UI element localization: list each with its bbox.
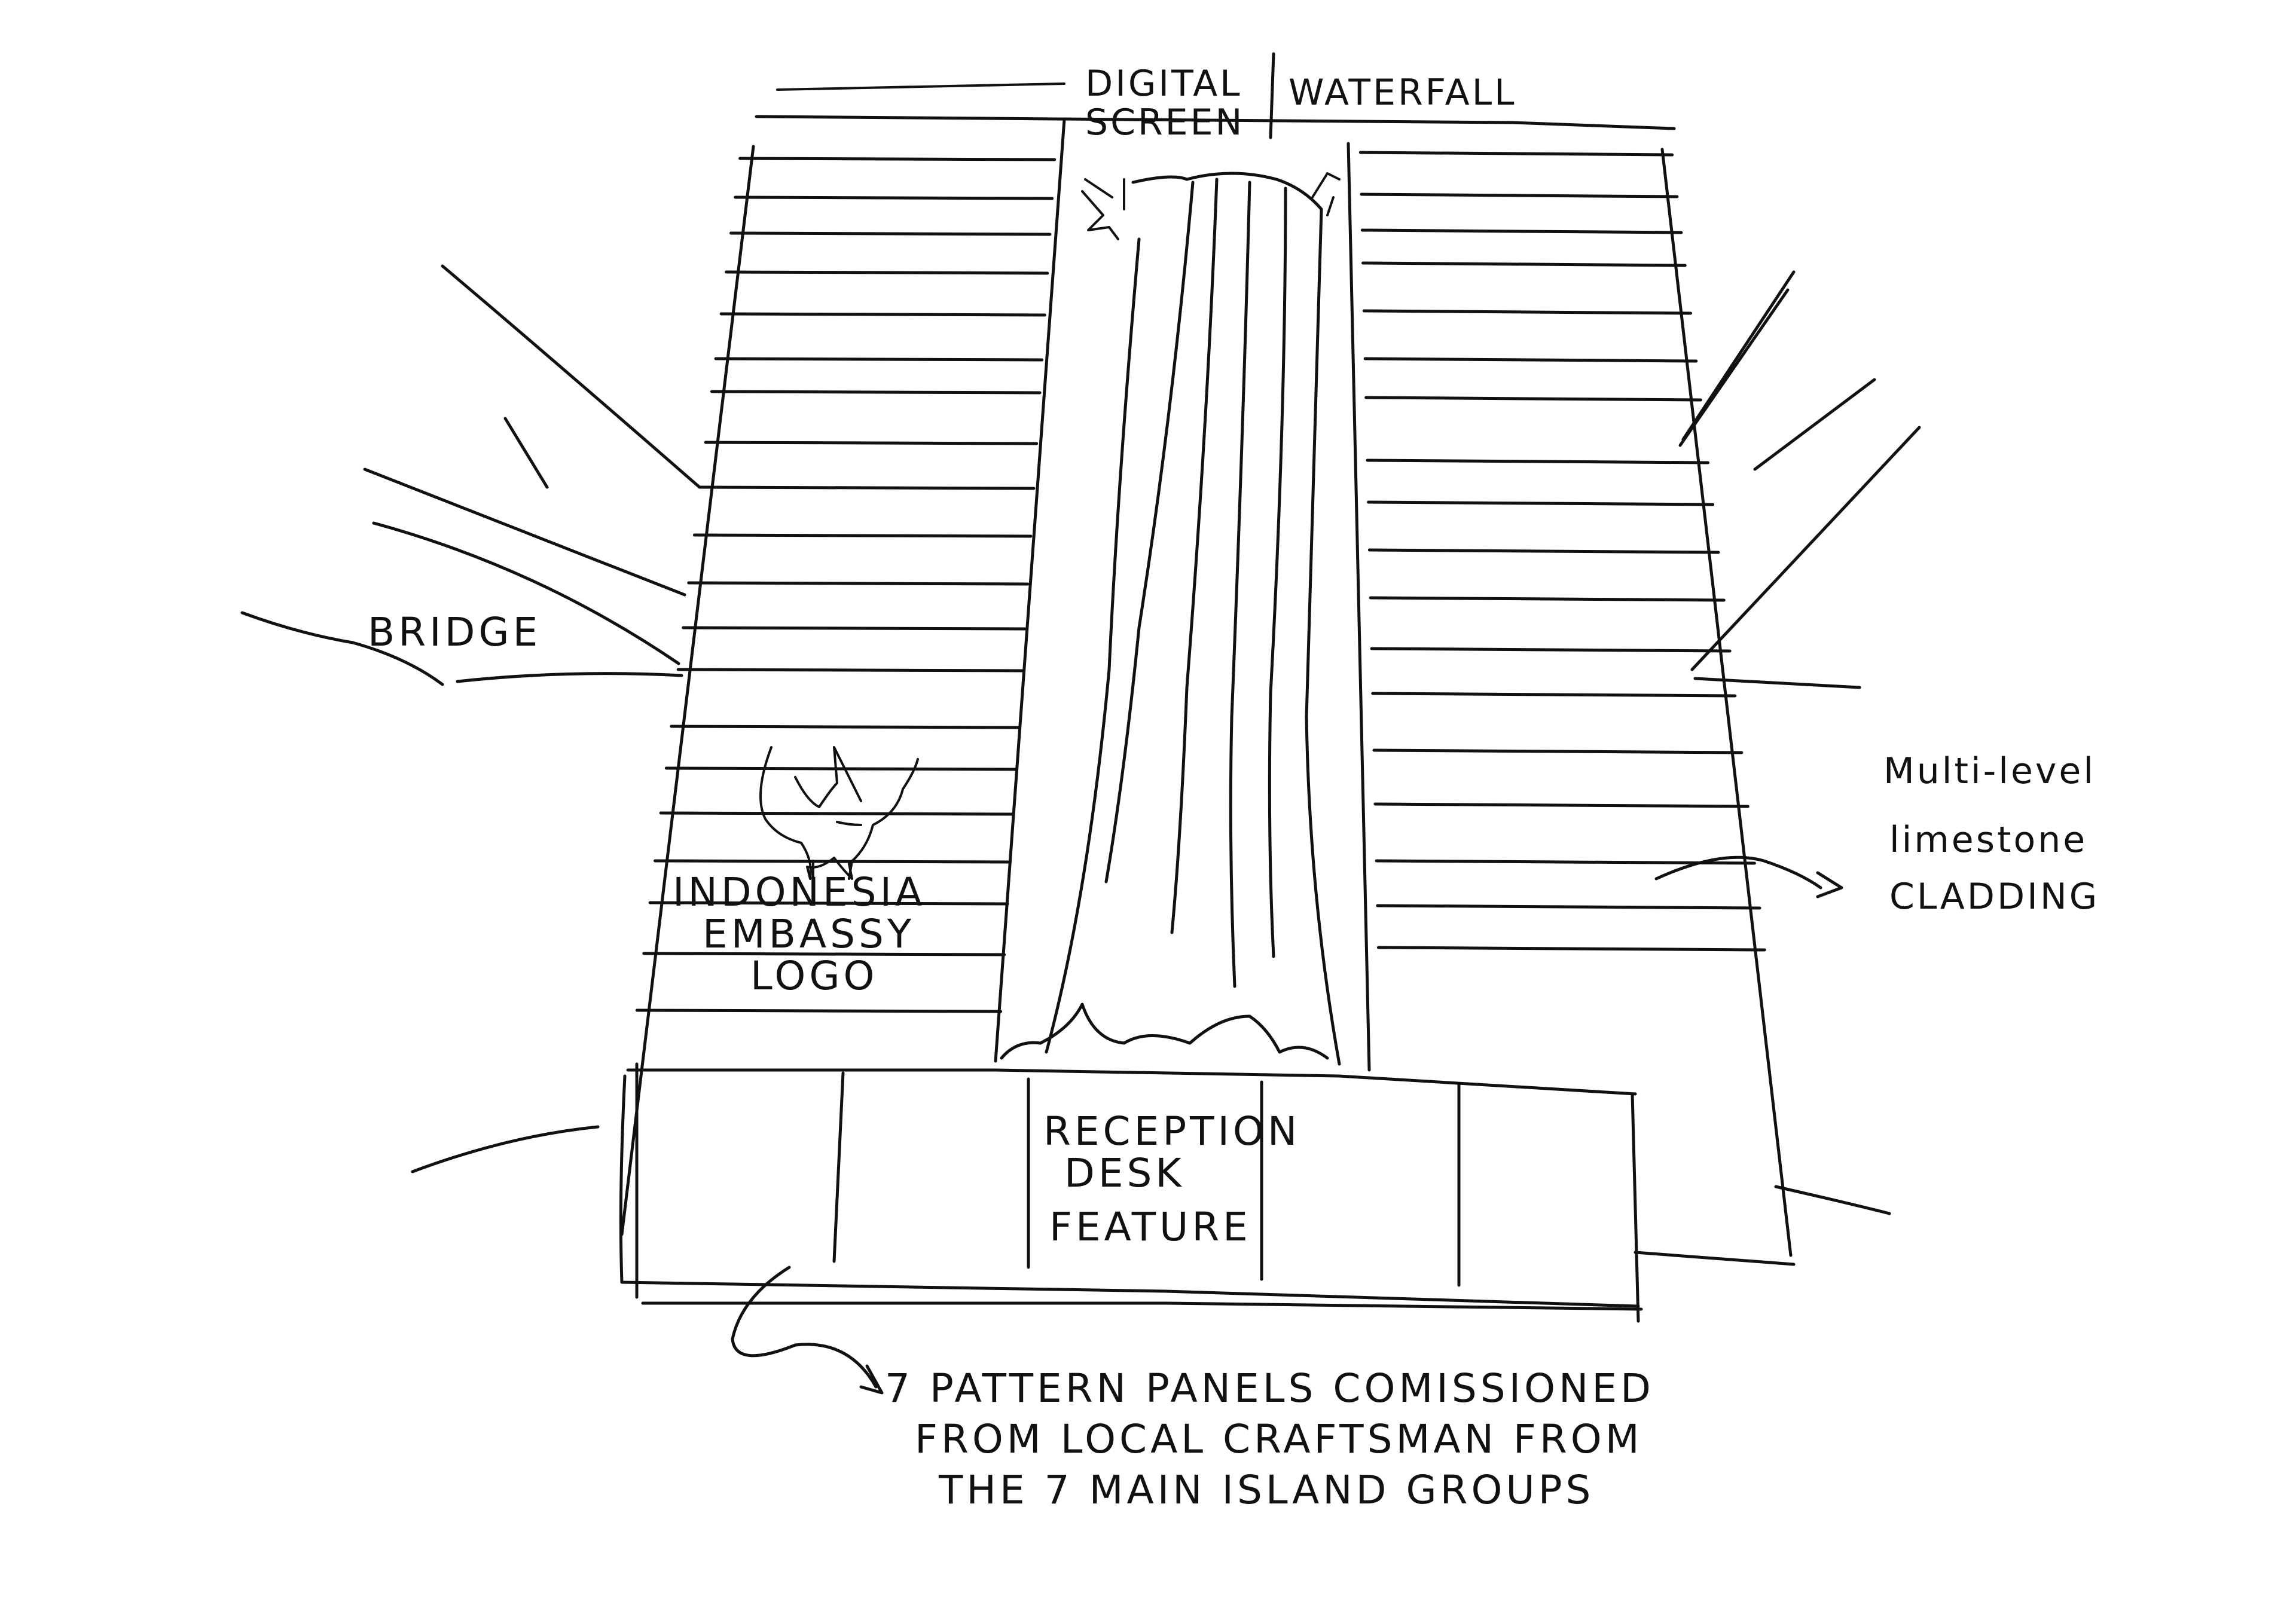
reception-label-3: FEATURE <box>1049 1204 1251 1250</box>
logo-label-1: INDONESIA <box>673 869 926 915</box>
cladding-line <box>1372 748 1744 754</box>
cladding-label-2: limestone <box>1889 819 2087 861</box>
right-cladding-lines <box>1358 151 1766 952</box>
logo-label-2: EMBASSY <box>703 911 915 957</box>
reception-desk <box>619 1062 1643 1323</box>
garuda-logo-icon <box>759 746 919 880</box>
cladding-line <box>738 157 1057 161</box>
cladding-line <box>676 668 1024 673</box>
cladding-line <box>664 766 1018 771</box>
digital-screen-label-2: SCREEN <box>1085 102 1244 143</box>
cladding-line <box>704 441 1039 445</box>
cladding-line <box>1364 396 1702 402</box>
reception-label-1: RECEPTION <box>1043 1108 1300 1154</box>
cladding-line <box>648 901 1009 906</box>
panels-leader-arrow <box>731 1266 884 1395</box>
panels-label-1: 7 PATTERN PANELS COMISSIONED <box>885 1365 1654 1411</box>
waterfall-screen <box>1000 172 1341 1066</box>
left-tower-outline <box>620 118 1066 1236</box>
cladding-leader-arrow <box>1654 855 1843 898</box>
cladding-line <box>1376 946 1766 952</box>
cladding-line <box>1360 192 1679 198</box>
cladding-line <box>1361 261 1687 267</box>
bridge-label: BRIDGE <box>368 609 541 655</box>
cladding-line <box>635 1008 1003 1013</box>
cladding-line <box>687 581 1030 586</box>
cladding-line <box>1362 309 1693 315</box>
cladding-line <box>1371 692 1737 698</box>
cladding-line <box>1376 904 1761 910</box>
cladding-line <box>1367 500 1715 506</box>
cladding-line <box>642 952 1006 956</box>
cladding-line <box>1373 802 1750 808</box>
cladding-line <box>670 725 1021 729</box>
panels-label-2: FROM LOCAL CRAFTSMAN FROM <box>915 1416 1643 1462</box>
cladding-line <box>659 811 1015 816</box>
label-divider <box>1269 52 1275 139</box>
cladding-label-3: CLADDING <box>1889 876 2099 918</box>
right-tower-outline <box>1347 142 1793 1257</box>
cladding-line <box>1370 647 1732 653</box>
building-top-edge <box>755 82 1676 130</box>
waterfall-label: WATERFALL <box>1289 72 1517 114</box>
bridge-right-lines <box>1678 270 1921 689</box>
cladding-line <box>734 195 1054 200</box>
cladding-line <box>1369 596 1726 602</box>
cladding-line <box>710 390 1042 395</box>
reception-label-2: DESK <box>1064 1150 1185 1196</box>
cladding-line <box>1366 459 1710 464</box>
cladding-label-1: Multi-level <box>1883 750 2096 792</box>
cladding-line <box>1360 228 1683 234</box>
cladding-line <box>1375 859 1756 865</box>
logo-label-3: LOGO <box>750 953 878 999</box>
cladding-line <box>654 859 1012 864</box>
cladding-line <box>1358 151 1674 157</box>
panels-label-3: THE 7 MAIN ISLAND GROUPS <box>938 1467 1594 1513</box>
cladding-line <box>698 485 1036 490</box>
cladding-line <box>714 357 1044 362</box>
cladding-line <box>1367 548 1720 554</box>
left-cladding-lines <box>635 157 1057 1013</box>
cladding-line <box>1363 357 1698 363</box>
cladding-line <box>692 533 1033 538</box>
digital-screen-label-1: DIGITAL <box>1085 63 1242 105</box>
cladding-line <box>729 231 1052 236</box>
ground-lines <box>411 1125 1891 1266</box>
cladding-line <box>719 312 1046 317</box>
cladding-line <box>682 626 1027 631</box>
bridge-left-lines <box>240 264 701 686</box>
cladding-line <box>725 270 1049 275</box>
